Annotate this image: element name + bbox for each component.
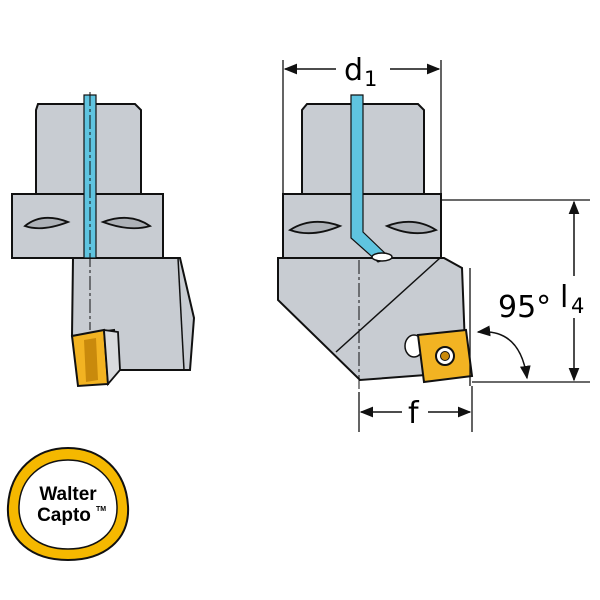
logo-line2: Capto [37, 505, 91, 526]
side-clamp-slot-right [100, 216, 153, 230]
l4-subscript: 4 [571, 294, 584, 318]
l4-label: l [560, 280, 568, 315]
logo-line1: Walter [39, 484, 97, 505]
walter-capto-logo: Walter Capto TM [6, 446, 130, 562]
d1-subscript: 1 [364, 67, 377, 91]
front-view [277, 94, 474, 432]
logo-trademark: TM [96, 506, 106, 513]
front-clamp-slot-right [384, 220, 439, 235]
angle-arc [476, 325, 531, 380]
side-clamp-slot-left [23, 216, 71, 230]
dimensions: d 1 l 4 95° f [282, 53, 590, 432]
f-label: f [408, 396, 420, 431]
angle-label: 95° [498, 290, 551, 325]
d1-label: d [344, 53, 363, 88]
front-clamp-slot-left [287, 220, 343, 235]
side-view [11, 92, 196, 388]
